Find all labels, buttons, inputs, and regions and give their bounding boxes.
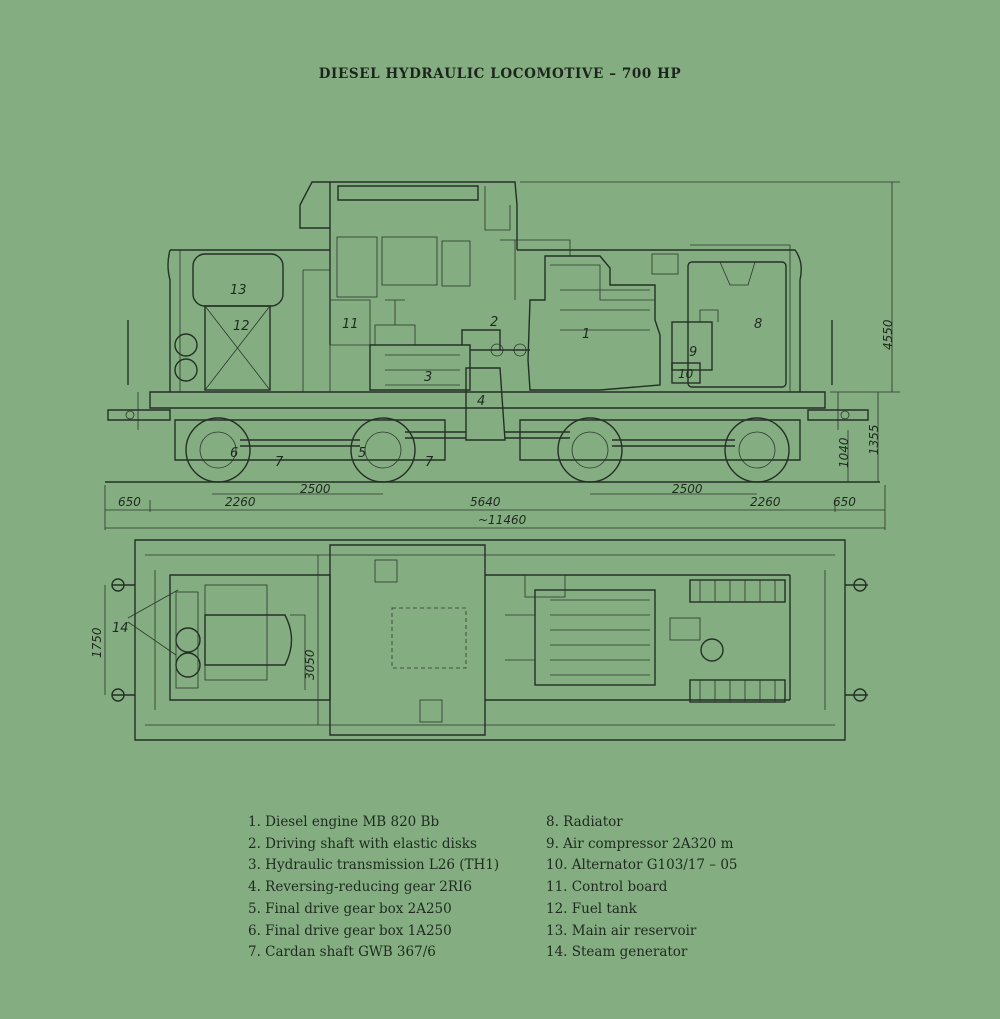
legend-item-1: 1. Diesel engine MB 820 Bb (248, 814, 440, 830)
part-label-11: 11 (342, 317, 359, 332)
dim-height-buffer: 1355 (867, 424, 881, 455)
legend-item-5: 5. Final drive gear box 2A250 (248, 900, 452, 917)
legend-item-3: 3. Hydraulic transmission L26 (TH1) (248, 857, 500, 874)
side-view: 13 12 11 2 1 8 9 10 3 4 6 7 5 7 4550 135… (104, 181, 900, 530)
legend-item-6: 6. Final drive gear box 1A250 (248, 922, 452, 939)
dim-height-frame: 1040 (837, 437, 851, 468)
legend-item-7: 7. Cardan shaft GWB 367/6 (248, 944, 436, 961)
page-title: DIESEL HYDRAULIC LOCOMOTIVE – 700 HP (318, 66, 682, 82)
dim-axle-left: 2260 (225, 495, 256, 509)
legend-item-8: 8. Radiator (546, 814, 623, 830)
plan-view: 14 1750 3050 (90, 539, 868, 741)
part-label-5: 5 (358, 446, 366, 461)
part-label-8: 8 (754, 317, 762, 332)
part-label-7-right: 7 (425, 455, 434, 470)
legend-item-10: 10. Alternator G103/17 – 05 (546, 857, 738, 874)
part-label-2: 2 (490, 315, 498, 330)
dim-length-total: ~11460 (478, 513, 527, 527)
dim-height-total: 4550 (881, 319, 895, 350)
legend-item-9: 9. Air compressor 2A320 m (546, 835, 734, 852)
locomotive-drawing: 13 12 11 2 1 8 9 10 3 4 6 7 5 7 4550 135… (90, 181, 900, 741)
dim-width-body: 3050 (303, 649, 317, 680)
dim-overhang-right: 650 (833, 495, 856, 509)
legend-right: 8. Radiator 9. Air compressor 2A320 m 10… (546, 812, 738, 964)
dim-wheelbase-right: 2500 (672, 482, 703, 496)
part-label-4: 4 (477, 394, 485, 409)
legend-item-13: 13. Main air reservoir (546, 922, 697, 939)
dim-wheelbase-left: 2500 (300, 482, 331, 496)
part-label-7-left: 7 (275, 455, 284, 470)
legend-item-12: 12. Fuel tank (546, 900, 637, 917)
part-label-10: 10 (678, 367, 694, 381)
legend-item-14: 14. Steam generator (546, 944, 688, 961)
part-label-6: 6 (230, 446, 238, 461)
part-label-13: 13 (230, 283, 247, 298)
dim-overhang-left: 650 (118, 495, 141, 509)
dim-width-frame: 1750 (90, 627, 104, 658)
dim-bogie-centres: 5640 (470, 495, 501, 509)
part-label-12: 12 (233, 319, 250, 334)
dim-axle-right: 2260 (750, 495, 781, 509)
part-label-14: 14 (112, 621, 129, 636)
part-label-3: 3 (424, 370, 432, 385)
legend-item-11: 11. Control board (546, 879, 668, 896)
part-label-1: 1 (582, 327, 590, 342)
legend-left: 1. Diesel engine MB 820 Bb 2. Driving sh… (248, 812, 499, 964)
legend-item-4: 4. Reversing-reducing gear 2RI6 (248, 879, 472, 896)
part-label-9: 9 (689, 345, 697, 360)
legend-item-2: 2. Driving shaft with elastic disks (248, 835, 477, 852)
